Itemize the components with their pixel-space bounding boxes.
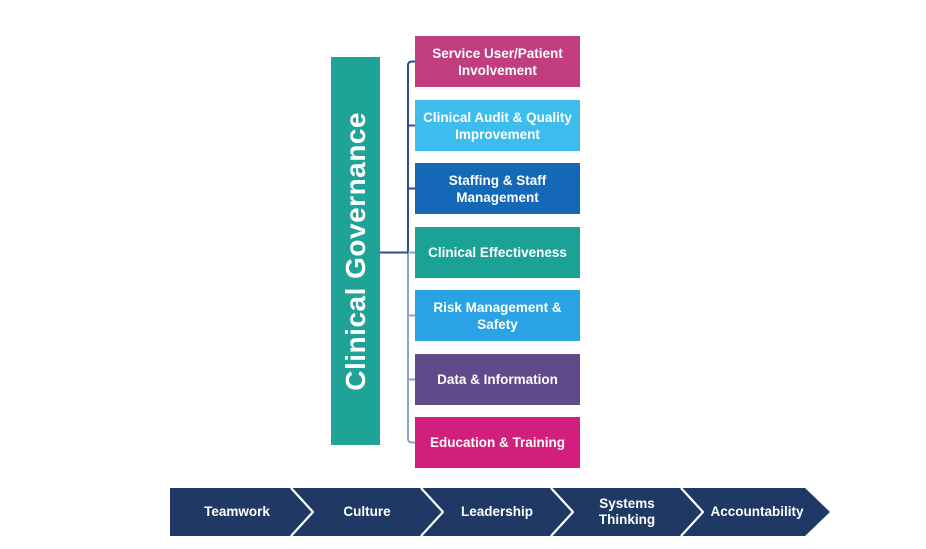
chevron-separator-icon — [550, 488, 574, 536]
branch-box-education-training: Education & Training — [415, 417, 580, 468]
chevron-separator-icon — [420, 488, 444, 536]
branch-label: Data & Information — [437, 372, 558, 387]
branch-box-service-user-patient-involvement: Service User/Patient Involvement — [415, 36, 580, 87]
connector-lines — [380, 60, 415, 444]
banner-arrow-tip — [810, 488, 830, 536]
branch-box-staffing-staff-management: Staffing & Staff Management — [415, 163, 580, 214]
chevron-separator-icon — [680, 488, 704, 536]
values-arrow-banner: Teamwork Culture Leadership Systems Thin… — [170, 488, 830, 536]
banner-item-systems-thinking: Systems Thinking — [574, 488, 680, 536]
connector-trunk — [407, 65, 415, 444]
branch-box-risk-management-safety: Risk Management & Safety — [415, 290, 580, 341]
governance-root-label: Clinical Governance — [339, 111, 371, 391]
branch-box-clinical-audit-quality-improvement: Clinical Audit & Quality Improvement — [415, 100, 580, 151]
banner-item-accountability: Accountability — [704, 488, 810, 536]
branch-box-data-information: Data & Information — [415, 354, 580, 405]
branch-label: Clinical Effectiveness — [428, 245, 567, 260]
governance-root-box: Clinical Governance — [331, 57, 380, 445]
banner-item-label: Culture — [343, 504, 391, 519]
connector-branch-1 — [407, 60, 415, 66]
banner-item-teamwork: Teamwork — [184, 488, 290, 536]
branch-label: Risk Management & Safety — [433, 299, 562, 332]
banner-item-label: Accountability — [710, 504, 804, 519]
banner-item-culture: Culture — [314, 488, 420, 536]
banner-item-label: Systems Thinking — [598, 496, 656, 527]
banner-item-label: Teamwork — [204, 504, 270, 519]
branch-label: Service User/Patient Involvement — [432, 45, 563, 78]
branch-label: Staffing & Staff Management — [448, 172, 547, 205]
chevron-separator-icon — [290, 488, 314, 536]
banner-item-leadership: Leadership — [444, 488, 550, 536]
banner-item-label: Leadership — [460, 504, 534, 519]
branch-box-clinical-effectiveness: Clinical Effectiveness — [415, 227, 580, 278]
branch-label: Clinical Audit & Quality Improvement — [423, 109, 572, 142]
branch-label: Education & Training — [429, 435, 565, 450]
